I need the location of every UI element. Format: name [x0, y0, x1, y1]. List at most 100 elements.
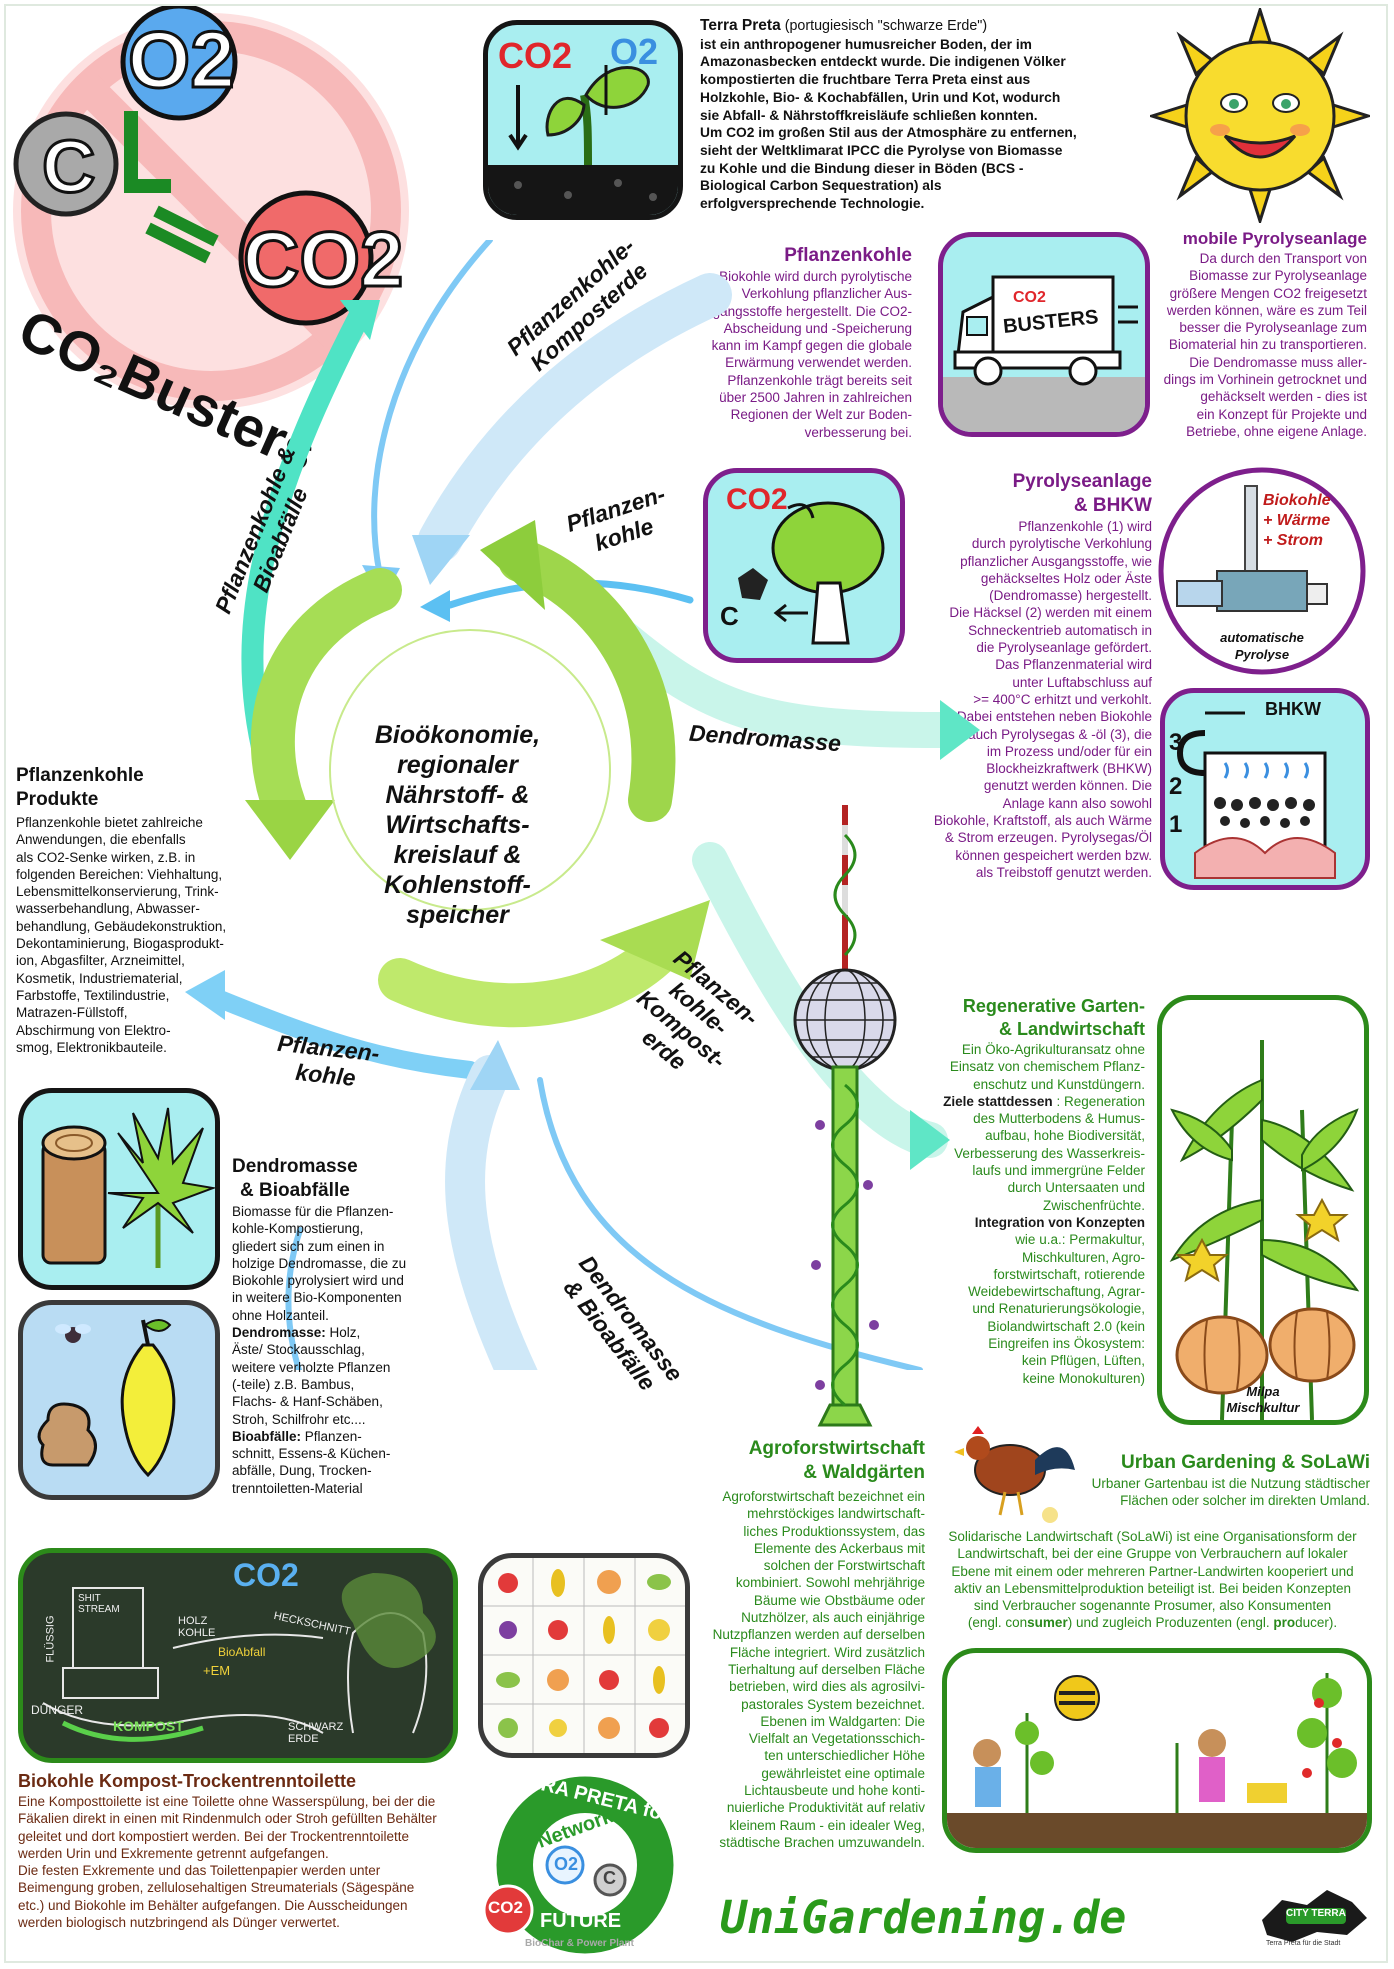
dendro-title2: & Bioabfälle	[240, 1180, 350, 1201]
mobile-line: besser die Pyrolyseanlage zum	[1179, 320, 1367, 336]
terra-preta-line: zu Kohle und die Bindung dieser in Böden…	[700, 160, 1024, 176]
tree-co2-label: CO2	[726, 483, 788, 516]
terra-preta-line: Amazonasbecken entdeckt wurde. Die indig…	[700, 54, 1066, 70]
dendro-dm-line: Äste/ Stockausschlag,	[232, 1342, 365, 1358]
agro-line: Fläche integriert. Wird zusätzlich	[729, 1644, 925, 1660]
produkte-title2: Produkte	[16, 789, 99, 810]
urban-title: Urban Gardening & SoLaWi	[1121, 1452, 1370, 1473]
pyrolyse-line: Pflanzenkohle (1) wird	[1018, 519, 1152, 534]
dendro-line: Biomasse für die Pflanzen-	[232, 1204, 394, 1219]
produkte-line: smog, Elektronikbauteile.	[16, 1039, 167, 1055]
pyrolyse-line: Blockheizkraftwerk (BHKW)	[986, 761, 1152, 777]
terra-preta-line: ist ein anthropogener humusreicher Boden…	[700, 36, 1032, 52]
regenerative-integration-line: wie u.a.: Permakultur,	[1015, 1232, 1145, 1248]
produkte-line: behandlung, Gebäudekonstruktion,	[16, 918, 227, 934]
mobile-line: gehäckselt werden - dies ist	[1200, 389, 1367, 405]
pyrolyse-line: Die Häcksel (2) werden mit einem	[949, 605, 1152, 621]
produkte-line: Abschirmung von Elektro-	[16, 1022, 171, 1038]
cycle-center-line: kreislauf &	[393, 841, 522, 869]
produkte-line: Lebensmittelkonservierung, Trink-	[16, 884, 219, 900]
terra-preta-subtitle: (portugiesisch "schwarze Erde")	[784, 18, 988, 34]
pflanzenkohle-line: Verkohlung pflanzlicher Aus-	[741, 286, 912, 302]
dendro-dm-line: Stroh, Schilfrohr etc....	[232, 1411, 366, 1427]
pyrolyse-line: im Prozess und/oder für ein	[986, 743, 1152, 759]
terra-preta-line: kompostierten die fruchtbare Terra Preta…	[700, 72, 1031, 88]
biokohle-line: Die festen Exkremente und das Toilettenp…	[18, 1863, 381, 1879]
logo-co2: CO2	[241, 214, 404, 305]
regenerative-integration-line: Weidebewirtschaftung, Agrar-	[968, 1284, 1145, 1300]
agro-line: Elemente des Ackerbaus mit	[753, 1540, 925, 1556]
chalk-co2: CO2	[233, 1557, 299, 1593]
mobile-line: Die Dendromasse muss aller-	[1189, 354, 1367, 370]
mobile-line: ein Konzept für Projekte und	[1196, 406, 1367, 422]
cycle-center-line: Bioökonomie,	[374, 721, 541, 749]
dendro-ba-line: schnitt, Essens-& Küchen-	[232, 1446, 391, 1462]
dendro-text: Dendromasse & Bioabfälle Biomasse für di…	[232, 1155, 462, 1497]
mobile-line: Da durch den Transport von	[1199, 251, 1367, 266]
pyrolyse-title1: Pyrolyseanlage	[1012, 471, 1152, 492]
tree-co2-picture: CO2 C	[703, 468, 905, 663]
seedling-co2: CO2	[498, 35, 573, 76]
biokohle-line: geleitet und dort kompostiert werden. Be…	[18, 1828, 409, 1844]
agro-line: Lichtausbeute und hohe konti-	[744, 1783, 925, 1799]
co2busters-logo: C O2 CO2 CO₂Busters	[6, 6, 416, 484]
agro-line: städtische Brachen umzuwandeln.	[719, 1834, 925, 1850]
mobile-title: mobile Pyrolyseanlage	[1182, 229, 1367, 248]
produkte-line: folgenden Bereichen: Viehhaltung,	[16, 866, 223, 882]
regenerative-integration-line: Eingreifen ins Ökosystem:	[988, 1336, 1145, 1352]
dendro-line: in weitere Bio-Komponenten	[232, 1290, 402, 1306]
biokohle-line: etc.) und Biokohle im Behälter aufgefang…	[18, 1897, 408, 1913]
regenerative-integration-label: Integration von Konzepten	[974, 1214, 1145, 1230]
regenerative-line: Einsatz von chemischem Pflanz-	[949, 1059, 1145, 1075]
chalk-erde: SCHWARZ ERDE	[288, 1721, 344, 1745]
chalk-dung: DÜNGER	[31, 1703, 84, 1717]
pyrolyse-line: (Dendromasse) hergestellt.	[989, 588, 1152, 604]
badge-co2: CO2	[488, 1898, 523, 1917]
produkte-line: ion, Abgasfilter, Arzneimittel,	[16, 953, 185, 969]
urban-text: Urban Gardening & SoLaWi Urbaner Gartenb…	[940, 1451, 1370, 1522]
regenerative-ziele-line: aufbau, hohe Biodiversität,	[985, 1128, 1145, 1144]
pyrolyse-line: Dabei entstehen neben Biokohle	[956, 709, 1152, 725]
badge-o2: O2	[554, 1854, 579, 1874]
mobile-line: Biomaterial hin zu transportieren.	[1168, 337, 1367, 353]
chicken-illustration	[950, 1420, 1080, 1530]
produkte-line: Pflanzenkohle bietet zahlreiche	[16, 815, 203, 830]
agro-line: kleinem Raum - ein idealer Weg,	[729, 1817, 925, 1833]
produkte-text: Pflanzenkohle Produkte Pflanzenkohle bie…	[16, 764, 246, 1056]
dendro-dm-line: Holz,	[325, 1325, 361, 1341]
agro-line: gewährleistet eine optimale	[761, 1765, 925, 1781]
regenerative-ziele-label: Ziele stattdessen	[943, 1093, 1053, 1109]
terra-preta-lines: ist ein anthropogener humusreicher Boden…	[700, 36, 1130, 213]
chalk-fluss: FLÜSSIG	[44, 1615, 57, 1663]
agro-line: Nutzhölzer, als auch einjährige	[741, 1610, 925, 1626]
regenerative-integration-line: Biolandwirtschaft 2.0 (kein	[987, 1318, 1145, 1334]
chalk-holz: HOLZ KOHLE	[178, 1615, 216, 1639]
agro-line: Ebenen im Waldgarten: Die	[760, 1713, 925, 1729]
truck-co2: CO2	[1013, 289, 1046, 306]
terra-preta-line: Biological Carbon Sequestration) als	[700, 178, 942, 194]
city-terra-label: CITY TERRA	[1286, 1908, 1346, 1919]
chalk-shit: SHIT STREAM	[78, 1593, 120, 1615]
solawi-line: Solidarische Landwirtschaft (SoLaWi) ist…	[948, 1529, 1357, 1544]
site-url[interactable]: UniGardening.de	[720, 1891, 1127, 1944]
terra-preta-title: Terra Preta	[700, 17, 781, 34]
dendro-ba-line: abfälle, Dung, Trocken-	[232, 1463, 372, 1479]
regenerative-ziele-line: durch Untersaaten und	[1007, 1180, 1145, 1196]
produkte-line: Kosmetik, Industriematerial,	[16, 970, 183, 986]
terra-preta-line: sie Abfall- & Nährstoffkreisläufe schlie…	[700, 107, 1038, 123]
pflanzenkohle-text: Pflanzenkohle Biokohle wird durch pyroly…	[660, 244, 912, 441]
pyrolyse-line: Das Pflanzenmaterial wird	[995, 657, 1152, 673]
regenerative-ziele-line: Zwischenfrüchte.	[1042, 1197, 1145, 1213]
solawi-last-c: ) und zugleich Produzenten (engl.	[1067, 1615, 1274, 1631]
chalk-em: +EM	[203, 1663, 231, 1678]
agro-line: Bäume wie Obstbäume oder	[753, 1592, 925, 1608]
pflanzenkohle-line: kann im Kampf gegen die globale	[711, 338, 912, 354]
biokohle-line: werden Urin und Exkremente getrennt aufg…	[18, 1845, 329, 1861]
dendro-dm-line: (-teile) z.B. Bambus,	[232, 1376, 355, 1392]
poster-frame	[4, 4, 1388, 1963]
mobile-line: größere Mengen CO2 freigesetzt	[1169, 285, 1367, 301]
regenerative-line: enschutz und Kunstdüngern.	[973, 1076, 1145, 1092]
regenerative-integration-line: Mischkulturen, Agro-	[1021, 1249, 1145, 1265]
terra-preta-badge: TERRA PRETA for Network O2 C CO2 FUTURE …	[480, 1764, 690, 1960]
agro-line: liches Produktionssystem, das	[743, 1523, 925, 1539]
